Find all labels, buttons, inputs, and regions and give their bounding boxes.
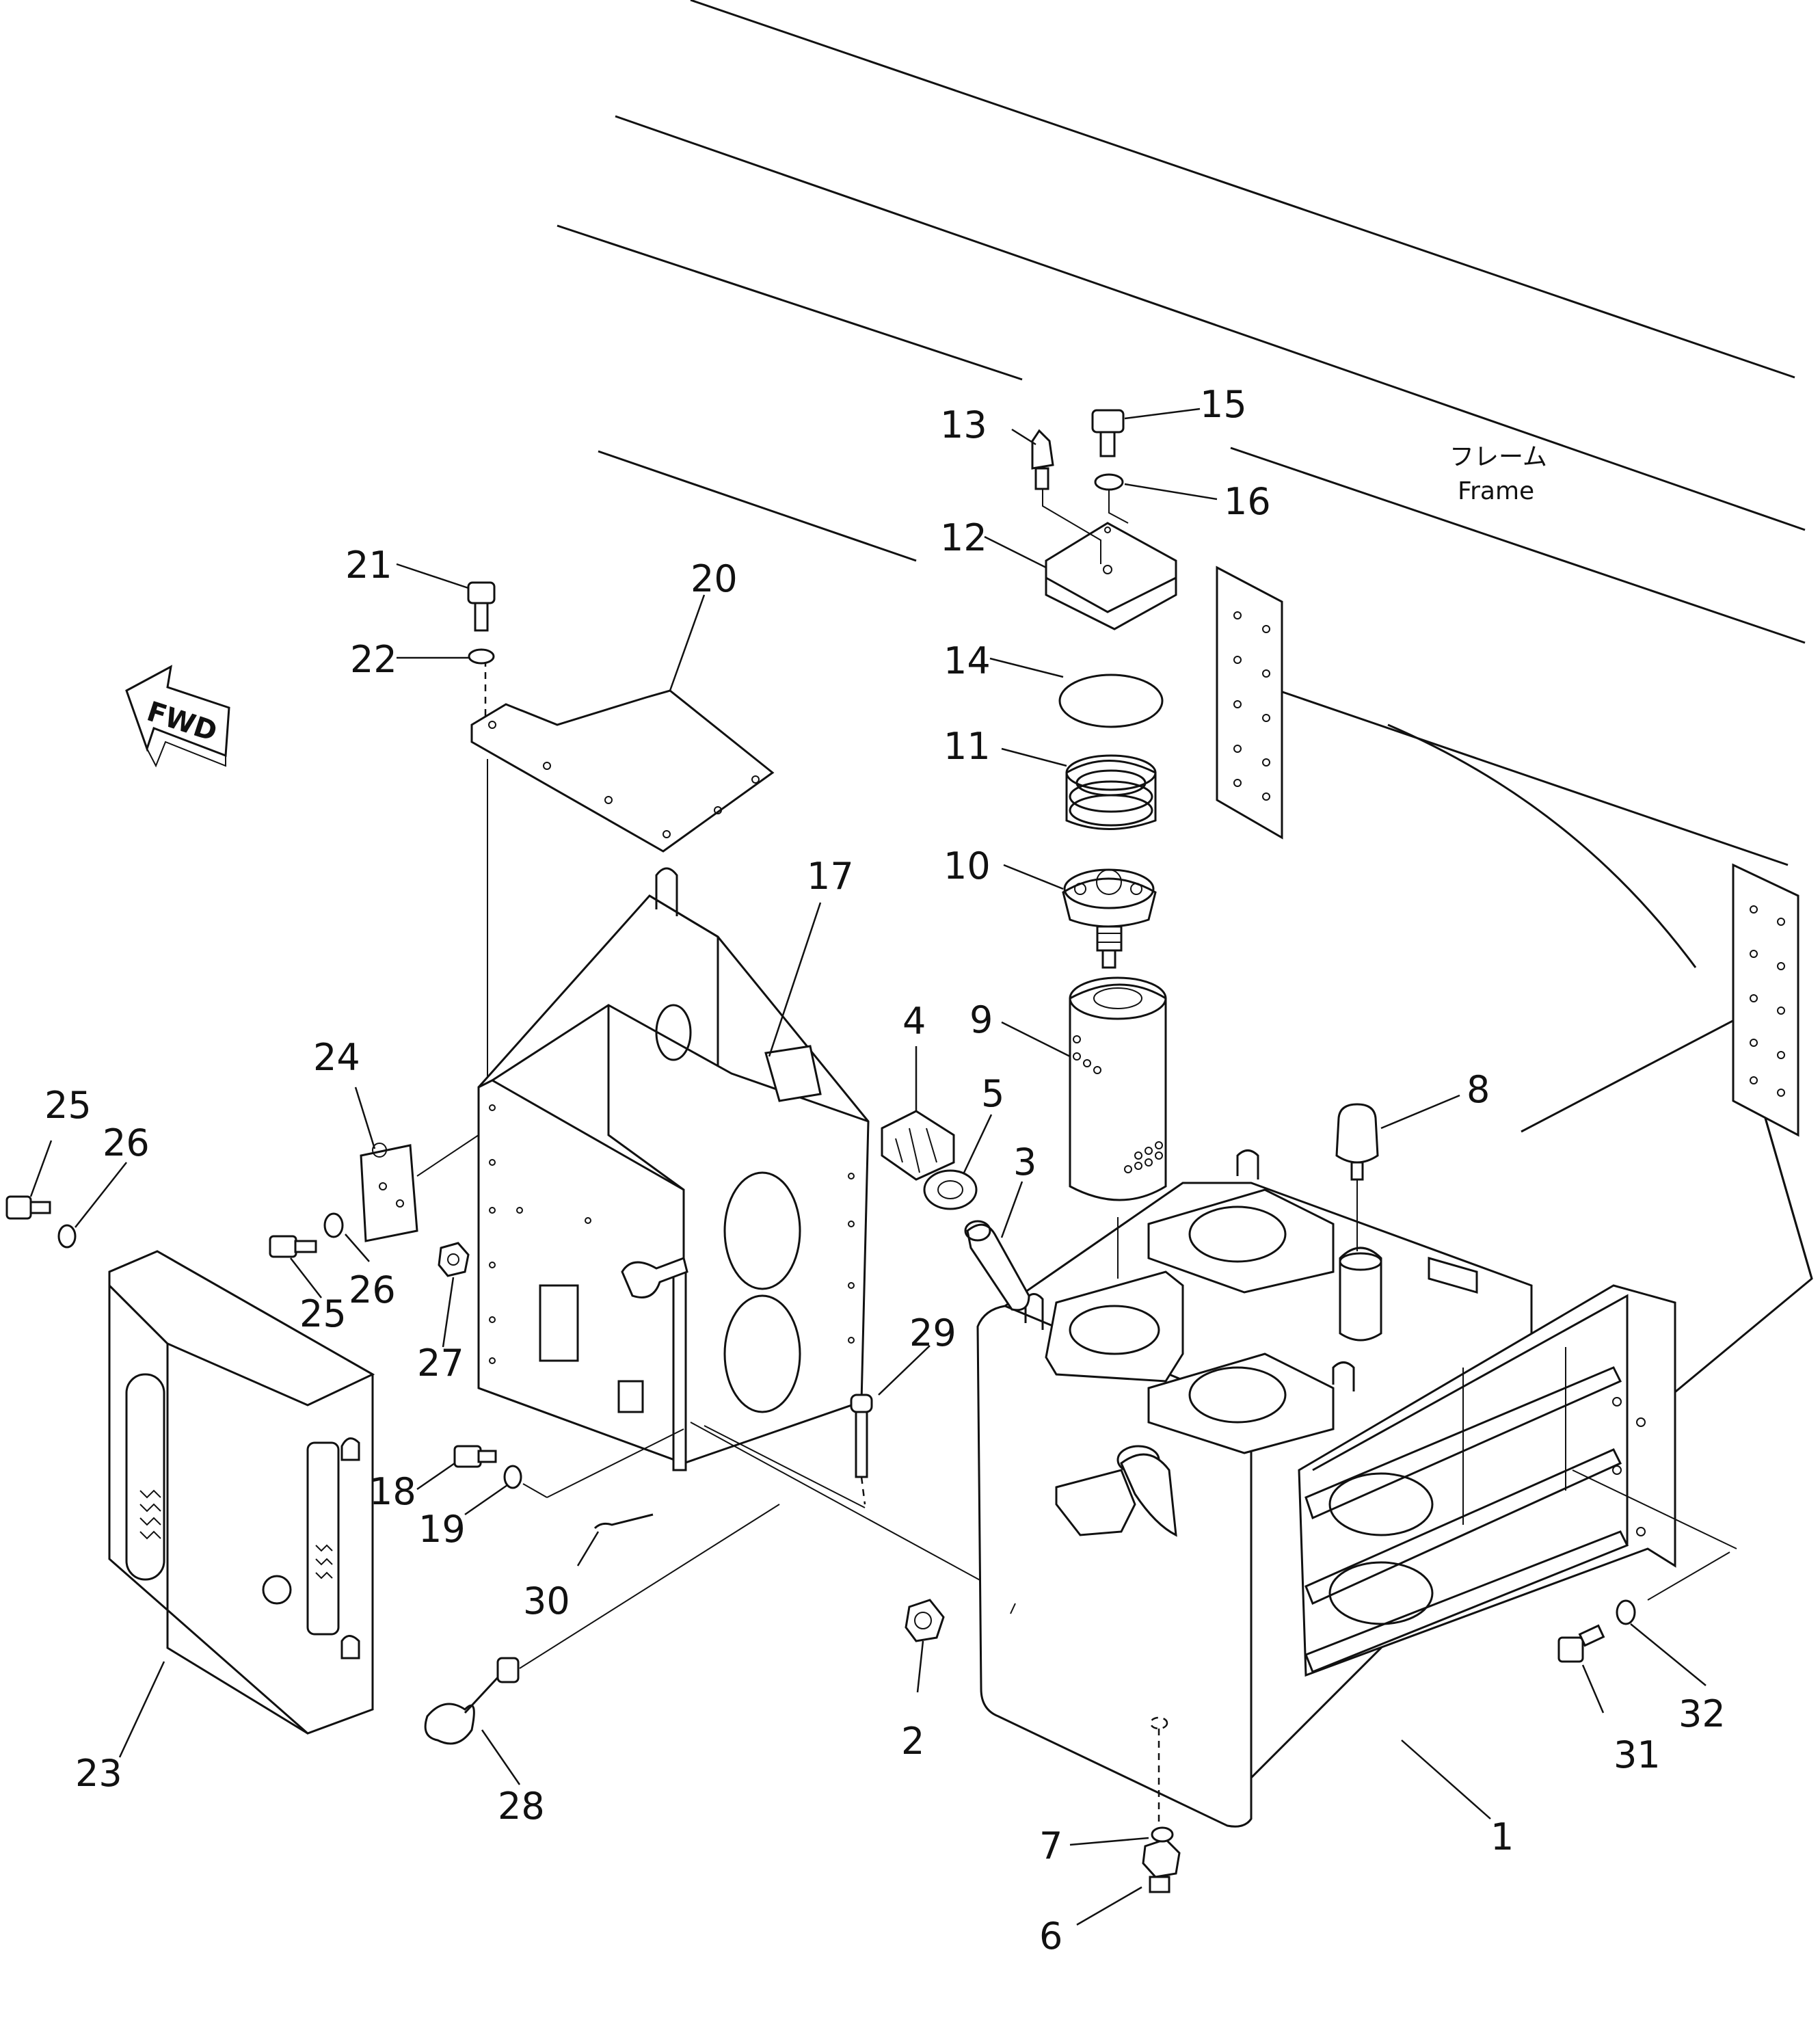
valve-10 bbox=[1062, 868, 1157, 969]
bolt-31-guide bbox=[1647, 1551, 1730, 1601]
callout-26-left: 26 bbox=[103, 1121, 150, 1164]
bolt-18-guide bbox=[522, 1483, 548, 1498]
callout-21: 21 bbox=[345, 544, 392, 587]
bolt-18 bbox=[453, 1445, 497, 1468]
callout-7: 7 bbox=[1039, 1824, 1062, 1867]
nut-27 bbox=[438, 1242, 470, 1277]
hydraulic-tank bbox=[976, 1149, 1676, 1828]
frame-label-en: Frame bbox=[1458, 477, 1534, 505]
bolt-15 bbox=[1091, 409, 1125, 457]
leader-lines bbox=[29, 408, 1707, 1926]
frame-label-jp: フレーム bbox=[1449, 443, 1547, 471]
callout-18: 18 bbox=[369, 1470, 416, 1513]
spring-11 bbox=[1065, 754, 1157, 830]
callout-8: 8 bbox=[1467, 1068, 1490, 1111]
callout-31: 31 bbox=[1614, 1733, 1661, 1776]
callout-9: 9 bbox=[969, 998, 993, 1041]
callout-5: 5 bbox=[981, 1072, 1004, 1115]
filter-cover-12 bbox=[1045, 522, 1177, 630]
callout-29: 29 bbox=[909, 1311, 956, 1355]
forward-direction-arrow: FWD bbox=[125, 665, 230, 768]
sensor-8 bbox=[1335, 1103, 1379, 1251]
plug-2 bbox=[905, 1599, 945, 1642]
bolt-25-left bbox=[5, 1195, 51, 1220]
callout-25-center: 25 bbox=[299, 1292, 347, 1335]
washer-16 bbox=[1094, 473, 1124, 491]
callout-30: 30 bbox=[523, 1580, 570, 1623]
washer-32 bbox=[1616, 1599, 1636, 1625]
callout-17: 17 bbox=[807, 855, 854, 898]
side-cover-door bbox=[108, 1250, 375, 1735]
frame-outline bbox=[557, 0, 1813, 1396]
bolt-21 bbox=[467, 581, 496, 632]
callout-19: 19 bbox=[418, 1508, 466, 1551]
callout-24: 24 bbox=[313, 1036, 360, 1079]
bolt-31 bbox=[1557, 1624, 1605, 1663]
callout-3: 3 bbox=[1013, 1141, 1036, 1184]
callout-4: 4 bbox=[902, 1000, 926, 1043]
callout-26-center: 26 bbox=[349, 1268, 396, 1311]
callout-1: 1 bbox=[1490, 1815, 1514, 1858]
cotter-pin-30 bbox=[593, 1513, 654, 1530]
callout-11: 11 bbox=[944, 725, 991, 768]
filter-element-9 bbox=[1069, 976, 1167, 1279]
callout-20: 20 bbox=[691, 557, 738, 600]
breather-cap-4 bbox=[881, 1110, 955, 1181]
strainer-3 bbox=[964, 1220, 1030, 1311]
callout-13: 13 bbox=[940, 403, 987, 446]
callout-27: 27 bbox=[417, 1342, 464, 1385]
callout-labels: 1 2 3 4 5 6 7 8 9 10 11 12 13 14 15 16 1… bbox=[44, 383, 1726, 1958]
frame-mounting-plate-lower bbox=[1732, 863, 1799, 1137]
latch-handle-28 bbox=[424, 1504, 780, 1745]
callout-15: 15 bbox=[1200, 383, 1247, 426]
bolt-25-center bbox=[269, 1235, 317, 1258]
callout-32: 32 bbox=[1678, 1692, 1726, 1735]
tank-bracket-frame bbox=[477, 867, 992, 1587]
o-ring-14 bbox=[1058, 674, 1164, 728]
hinge-24 bbox=[360, 1134, 479, 1242]
callout-23: 23 bbox=[75, 1752, 122, 1795]
bracket-guide bbox=[1572, 1469, 1737, 1549]
callout-10: 10 bbox=[944, 844, 991, 888]
drain-plug-6 bbox=[1142, 1838, 1181, 1893]
o-ring-7 bbox=[1151, 1826, 1174, 1843]
washer-26-center bbox=[323, 1212, 344, 1238]
callout-12: 12 bbox=[940, 516, 987, 559]
callout-2: 2 bbox=[901, 1720, 924, 1763]
callout-14: 14 bbox=[944, 639, 991, 682]
callout-22: 22 bbox=[350, 638, 397, 681]
washer-16-guide bbox=[1108, 490, 1129, 524]
washer-19 bbox=[503, 1465, 522, 1489]
frame-mounting-plate-upper bbox=[1216, 565, 1283, 840]
pin-29 bbox=[850, 1394, 873, 1505]
callout-28: 28 bbox=[498, 1785, 545, 1828]
plug-13 bbox=[1031, 429, 1101, 564]
callout-6: 6 bbox=[1039, 1915, 1062, 1958]
callout-25-left: 25 bbox=[44, 1084, 92, 1127]
callout-16: 16 bbox=[1224, 480, 1271, 523]
washer-22 bbox=[468, 648, 495, 665]
washer-26-left bbox=[57, 1224, 77, 1249]
gasket-5-inner bbox=[937, 1180, 963, 1199]
gasket-5 bbox=[923, 1169, 978, 1210]
